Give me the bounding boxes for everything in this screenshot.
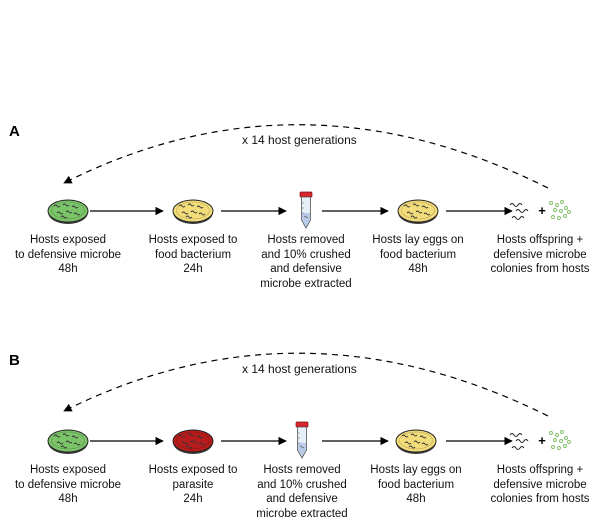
offspring-colonies-icon: + [509,200,571,220]
red-dish-icon [172,429,214,454]
caption-line: Hosts removed [263,464,341,476]
colony-dot [549,431,553,435]
caption-line: and defensive [270,263,342,276]
caption-line: Hosts offspring + [496,464,584,476]
caption-line: 48h [406,493,426,506]
caption-line: food bacterium [154,248,232,261]
colony-dot [557,446,561,450]
caption-line: and 10% crushed [261,248,351,261]
caption-line: microbe extracted [260,277,352,290]
caption-line: and defensive [266,493,338,506]
generation-loop-arrow [63,352,549,417]
colony-dot [559,209,563,213]
caption-line: Hosts lay eggs on [372,234,464,246]
colony-dot [564,206,568,210]
colony-dot [560,430,564,434]
colony-dot [560,200,564,204]
caption-line: 48h [408,263,428,276]
offspring-larva [515,209,529,213]
yellow-dish-icon [172,199,214,224]
caption-line: food bacterium [379,248,457,261]
caption-line: food bacterium [377,478,455,491]
offspring-larva [511,446,525,450]
caption-line: Hosts exposed to [148,464,238,476]
panel-label: B [9,352,20,369]
colony-dot [557,216,561,220]
tube-icon [299,191,313,229]
step-caption: Hosts exposed to parasite 24h [123,463,263,507]
caption-line: Hosts exposed to [148,234,238,246]
caption-line: 48h [58,263,78,276]
colony-dot [559,439,563,443]
generation-loop-arrow [63,124,549,189]
yellow-dish-icon [395,429,437,454]
colony-dot [564,436,568,440]
caption-line: microbe extracted [256,507,348,520]
step-caption: Hosts removed and 10% crushed and defensiv… [236,233,376,291]
offspring-larva [509,433,523,437]
caption-line: 24h [183,493,203,506]
caption-line: colonies from hosts [490,263,590,276]
caption-line: to defensive microbe [14,478,122,491]
step-caption: Hosts exposed to food bacterium 24h [123,233,263,277]
caption-line: 48h [58,493,78,506]
offspring-colonies-icon: + [509,430,571,450]
caption-line: Hosts removed [267,234,345,246]
caption-line: 24h [183,263,203,276]
colony-dot [555,433,559,437]
step-caption: Hosts offspring + defensive microbe coloni… [470,463,601,507]
caption-line: Hosts lay eggs on [370,464,462,476]
panel-label: A [9,123,20,140]
loop-label: x 14 host generations [242,362,357,376]
caption-line: defensive microbe [493,478,587,491]
colony-dot [567,210,571,214]
step-caption: Hosts lay eggs on food bacterium 48h [348,233,488,277]
step-caption: Hosts exposed to defensive microbe 48h [0,233,138,277]
loop-label: x 14 host generations [242,133,357,147]
colony-dot [553,438,557,442]
caption-line: Hosts offspring + [496,234,584,246]
offspring-larva [509,203,523,207]
plus-sign: + [538,433,546,448]
colony-dot [549,201,553,205]
colony-dot [567,440,571,444]
step-caption: Hosts removed and 10% crushed and defensiv… [232,463,372,521]
colony-dot [563,444,567,448]
caption-line: and 10% crushed [257,478,347,491]
step-caption: Hosts lay eggs on food bacterium 48h [346,463,486,507]
yellow-dish-icon [397,199,439,224]
caption-line: colonies from hosts [490,493,590,506]
green-dish-icon [47,429,89,454]
caption-line: to defensive microbe [14,248,122,261]
colony-dot [551,215,555,219]
colony-dot [563,214,567,218]
plus-sign: + [538,203,546,218]
step-caption: Hosts offspring + defensive microbe coloni… [470,233,601,277]
offspring-larva [511,216,525,220]
offspring-larva [515,439,529,443]
panel-a: + [47,124,571,229]
tube-icon [295,421,309,459]
caption-line: parasite [172,478,214,491]
colony-dot [555,203,559,207]
panel-b: + [47,352,571,459]
step-caption: Hosts exposed to defensive microbe 48h [0,463,138,507]
caption-line: Hosts exposed [29,234,107,246]
caption-line: defensive microbe [493,248,587,261]
green-dish-icon [47,199,89,224]
caption-line: Hosts exposed [29,464,107,476]
colony-dot [551,445,555,449]
colony-dot [553,208,557,212]
